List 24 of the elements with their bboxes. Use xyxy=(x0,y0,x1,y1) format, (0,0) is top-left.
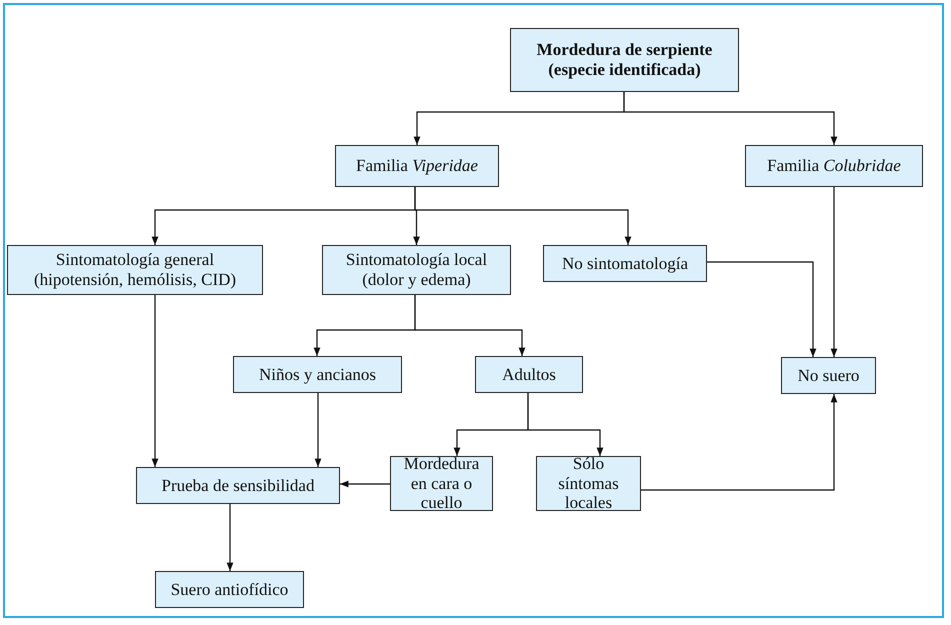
process-box: Familia Viperidae xyxy=(335,145,499,187)
arrow xyxy=(707,261,816,357)
arrow xyxy=(152,295,158,467)
process-box: Sólo síntomas locales xyxy=(536,456,641,511)
process-box: Familia Colubridae xyxy=(745,145,923,187)
arrow xyxy=(623,92,838,145)
process-box: Suero antiofídico xyxy=(155,571,304,608)
process-box: Prueba de sensibilidad xyxy=(136,467,340,504)
arrow xyxy=(340,480,390,488)
arrow xyxy=(414,295,526,356)
arrow xyxy=(414,187,632,245)
arrow xyxy=(527,393,604,456)
process-box: No sintomatología xyxy=(543,245,707,282)
process-box: Mordedura en cara o cuello xyxy=(390,456,493,511)
arrow xyxy=(314,393,322,467)
arrow xyxy=(641,394,838,491)
process-box: Sintomatología general (hipotensión, hemólisis, CID) xyxy=(7,245,263,295)
process-box: No suero xyxy=(781,357,876,394)
arrow xyxy=(830,187,838,357)
process-box: Sintomatología local (dolor y edema) xyxy=(322,245,511,295)
process-box: Mordedura de serpiente (especie identificada) xyxy=(510,28,739,92)
process-box: Adultos xyxy=(475,356,583,393)
process-box: Niños y ancianos xyxy=(233,356,402,393)
arrow xyxy=(226,504,234,571)
